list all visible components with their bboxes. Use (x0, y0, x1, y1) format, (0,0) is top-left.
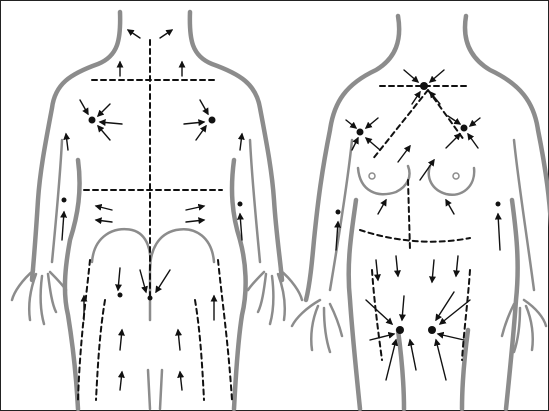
back-right-hand (248, 270, 302, 324)
front-breasts (358, 166, 474, 195)
front-flow-arrows (336, 70, 500, 380)
back-elbow-node-left (62, 198, 67, 203)
back-left-hand (12, 270, 66, 324)
back-body-outline (32, 12, 282, 409)
front-elbow-node-left (336, 210, 341, 215)
front-axillary-node-left (357, 129, 364, 136)
front-right-hand (502, 300, 546, 352)
front-elbow-node-right (496, 202, 501, 207)
front-axillary-node-right (461, 125, 468, 132)
back-axillary-node-right (209, 117, 216, 124)
back-buttocks (92, 229, 214, 320)
back-view-figure (12, 12, 302, 409)
back-gluteal-node-center (148, 296, 153, 301)
front-view-figure (292, 16, 549, 409)
front-inguinal-node-right (428, 326, 436, 334)
back-gluteal-node-left (118, 293, 123, 298)
back-axillary-node-left (89, 117, 96, 124)
front-left-nipple (369, 173, 375, 179)
front-right-nipple (453, 173, 459, 179)
front-inguinal-node-left (396, 326, 404, 334)
back-flow-arrows (62, 30, 242, 390)
front-left-hand (292, 300, 342, 352)
back-elbow-node-right (238, 202, 243, 207)
front-watershed-lines (360, 86, 470, 360)
front-clavicular-node (420, 82, 428, 90)
